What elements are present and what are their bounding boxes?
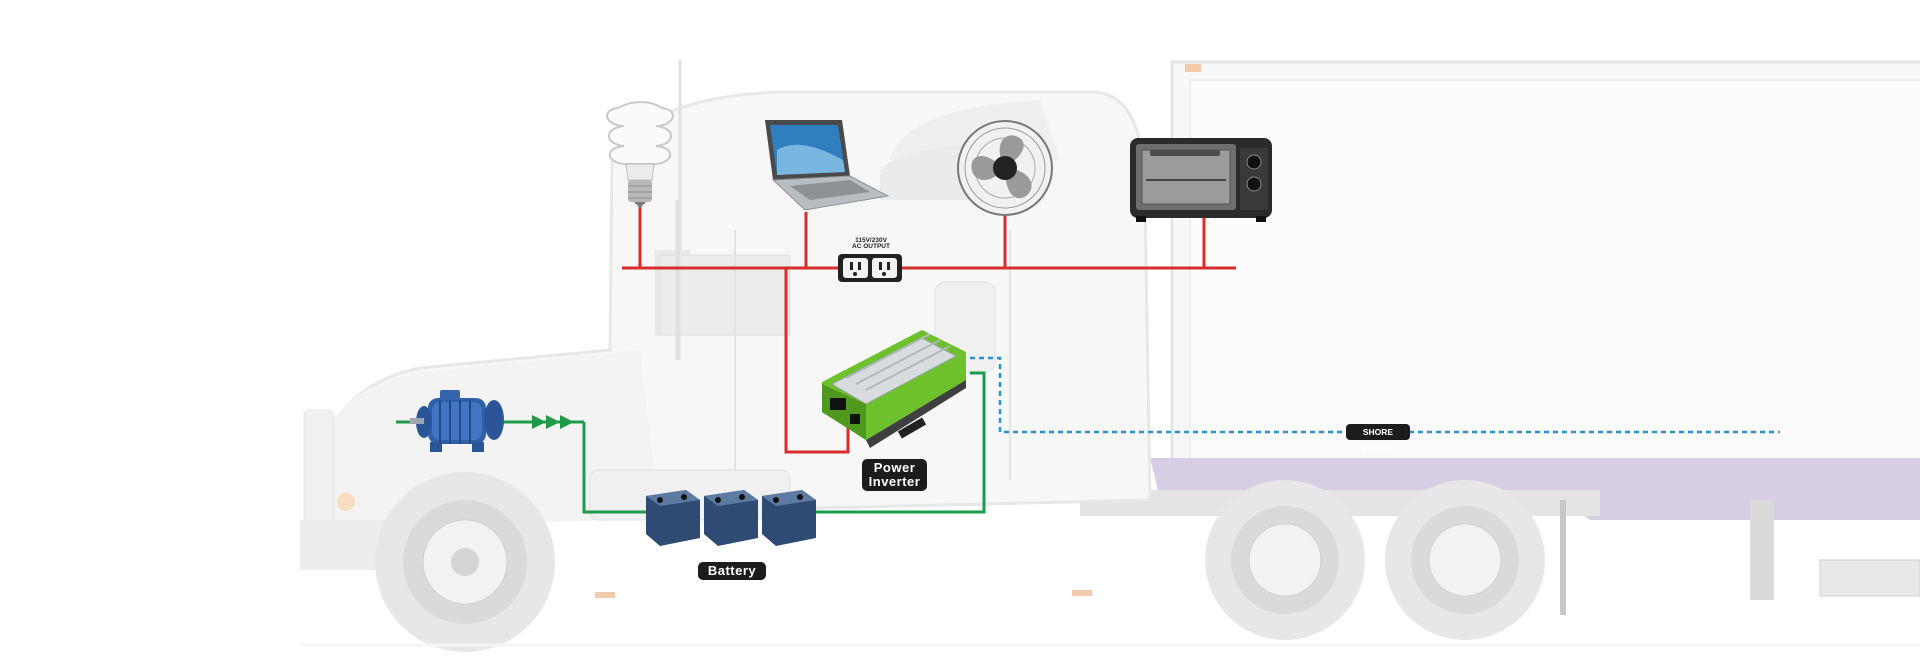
inverter-label-line1: Power — [873, 460, 916, 475]
shore-power-label: SHORE POWER — [1346, 424, 1410, 453]
light-bulb-icon — [606, 101, 674, 208]
laptop-icon — [765, 120, 890, 211]
toaster-oven-icon — [1130, 138, 1272, 222]
truck-illustration — [300, 60, 1920, 652]
outlet-icon — [838, 254, 902, 282]
ac-output-line1: 115V/230V — [855, 237, 887, 244]
ac-output-label: 115V/230V AC OUTPUT — [846, 237, 896, 250]
inverter-icon — [822, 330, 966, 448]
battery-icon — [646, 490, 816, 546]
battery-label: Battery — [698, 562, 766, 580]
current-flow-arrows — [532, 415, 574, 429]
shore-power-wiring — [970, 356, 1780, 434]
fan-icon — [957, 120, 1053, 216]
ac-wiring — [622, 205, 1236, 454]
motor-icon — [410, 390, 504, 452]
inverter-label-line2: Inverter — [868, 474, 921, 489]
inverter-label: Power Inverter — [862, 459, 927, 491]
ac-output-line2: AC OUTPUT — [852, 243, 890, 250]
